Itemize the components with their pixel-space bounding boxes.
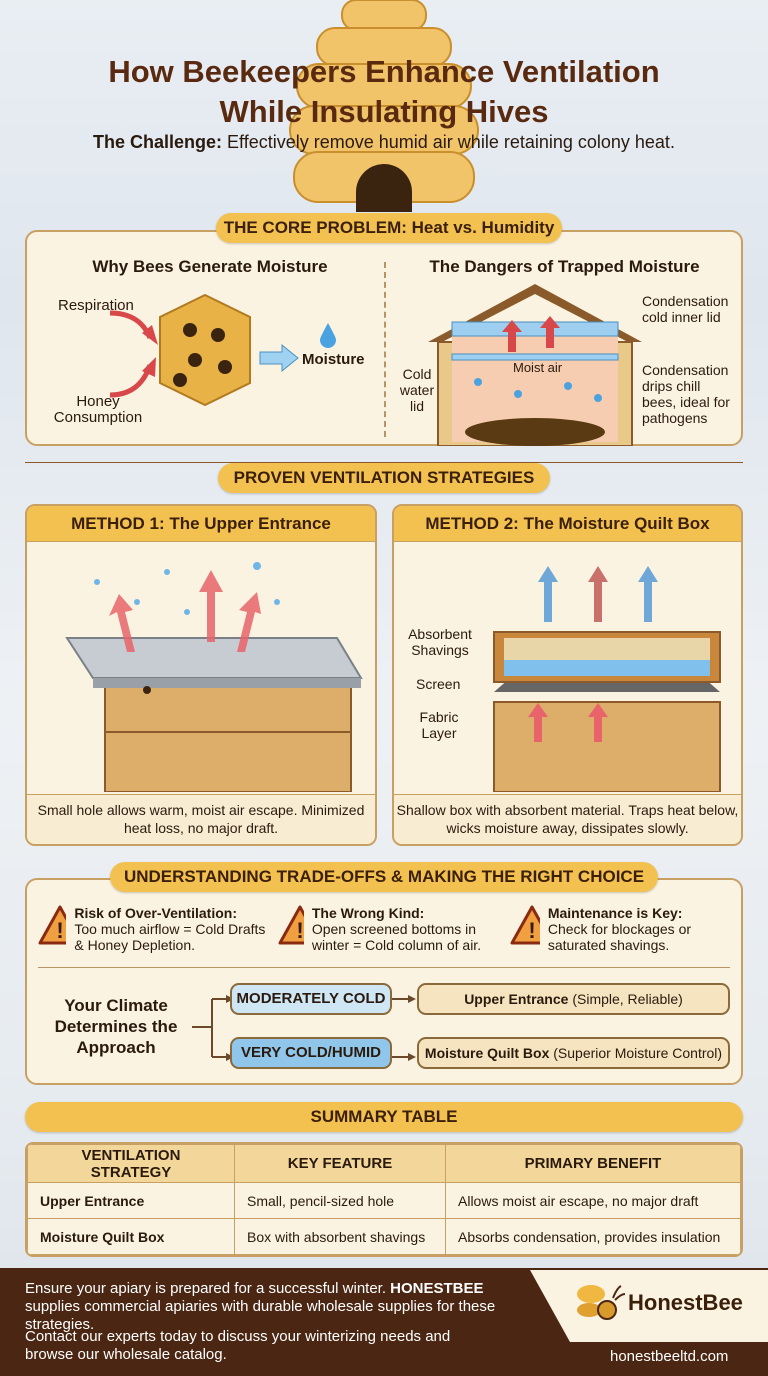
- challenge-subtitle: The Challenge: Effectively remove humid …: [93, 132, 675, 152]
- upper-entrance-hive-illustration: [65, 562, 363, 792]
- climate-very-cold: VERY COLD/HUMID: [230, 1037, 392, 1069]
- warning-icon: !: [278, 905, 304, 945]
- drips-label: Condensation drips chill bees, ideal for…: [642, 362, 730, 426]
- respiration-label: Respiration: [58, 297, 134, 314]
- footer-text-1: Ensure your apiary is prepared for a suc…: [25, 1280, 496, 1333]
- brand-name: HonestBee: [628, 1290, 743, 1315]
- column-header: PRIMARY BENEFIT: [445, 1144, 741, 1183]
- warnings-row: ! Risk of Over-Ventilation:Too much airf…: [38, 905, 738, 953]
- method1-card: METHOD 1: The Upper Entrance Small hole …: [25, 504, 377, 846]
- summary-banner: SUMMARY TABLE: [25, 1102, 743, 1132]
- bee-cluster-diagram: [109, 293, 299, 407]
- warning-icon: !: [38, 905, 67, 945]
- method2-card: METHOD 2: The Moisture Quilt Box Shallow…: [392, 504, 743, 846]
- climate-branch-arrows: [192, 995, 416, 1061]
- dangers-heading: The Dangers of Trapped Moisture: [429, 257, 700, 276]
- footer-text-2: Contact our experts today to discuss you…: [25, 1328, 451, 1363]
- absorbent-label: Absorbent Shavings: [408, 626, 472, 658]
- climate-label: Your Climate Determines the Approach: [54, 996, 178, 1057]
- core-problem-banner: THE CORE PROBLEM: Heat vs. Humidity: [216, 213, 562, 243]
- website-link[interactable]: honestbeeltd.com: [610, 1348, 729, 1365]
- screen-label: Screen: [416, 676, 461, 692]
- honey-label: Honey Consumption: [53, 393, 143, 426]
- warning-icon: !: [510, 905, 540, 945]
- choice-quilt-box: Moisture Quilt Box (Superior Moisture Co…: [417, 1037, 730, 1069]
- column-header: KEY FEATURE: [234, 1144, 446, 1183]
- svg-text:!: !: [56, 918, 63, 943]
- tradeoffs-banner: UNDERSTANDING TRADE-OFFS & MAKING THE RI…: [110, 862, 658, 892]
- moisture-heading: Why Bees Generate Moisture: [92, 257, 328, 276]
- cold-lid-label: Cold water lid: [399, 366, 435, 414]
- climate-moderately-cold: MODERATELY COLD: [230, 983, 392, 1015]
- honestbee-logo-icon: [577, 1285, 625, 1320]
- condensation-label: Condensation cold inner lid: [642, 293, 729, 325]
- trapped-moisture-hive-diagram: [428, 284, 642, 446]
- water-drop-icon: [320, 323, 336, 348]
- svg-text:!: !: [528, 918, 535, 943]
- warning-item: ! The Wrong Kind:Open screened bottoms i…: [278, 905, 510, 953]
- method1-title: METHOD 1: The Upper Entrance: [27, 506, 375, 542]
- method2-title: METHOD 2: The Moisture Quilt Box: [394, 506, 741, 542]
- fabric-label: Fabric Layer: [419, 709, 459, 741]
- column-header: VENTILATION STRATEGY: [27, 1144, 235, 1183]
- warning-item: ! Maintenance is Key:Check for blockages…: [510, 905, 730, 953]
- method1-caption: Small hole allows warm, moist air escape…: [27, 794, 375, 844]
- method2-caption: Shallow box with absorbent material. Tra…: [394, 794, 741, 844]
- choice-upper-entrance: Upper Entrance (Simple, Reliable): [417, 983, 730, 1015]
- strategies-banner: PROVEN VENTILATION STRATEGIES: [218, 463, 550, 493]
- beehive-skep-illustration: [289, 0, 479, 212]
- svg-text:!: !: [296, 918, 303, 943]
- quilt-box-illustration: [493, 566, 721, 792]
- warning-item: ! Risk of Over-Ventilation:Too much airf…: [38, 905, 278, 953]
- footer: Ensure your apiary is prepared for a suc…: [0, 1268, 768, 1376]
- moist-air-label: Moist air: [513, 360, 563, 375]
- moisture-label: Moisture: [302, 351, 365, 368]
